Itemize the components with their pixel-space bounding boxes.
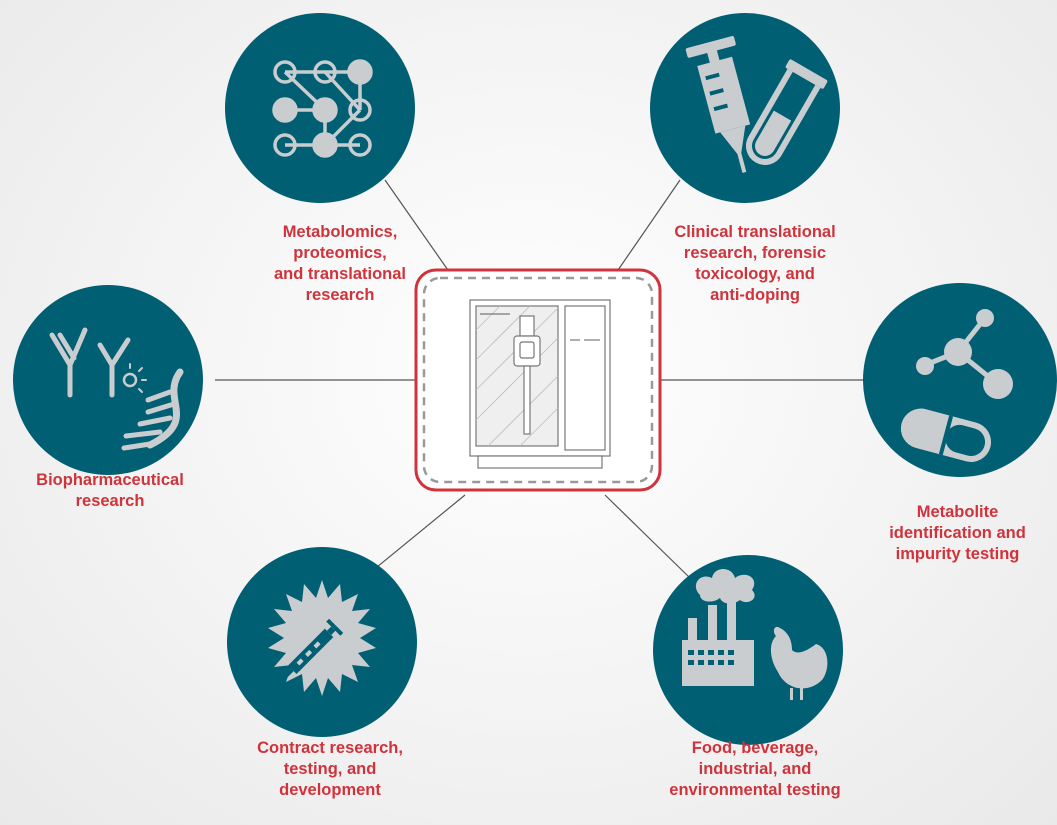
label-line: identification and: [889, 524, 1026, 542]
label-clinical: Clinical translational research, forensi…: [640, 222, 870, 306]
label-line: anti-doping: [710, 286, 800, 304]
mass-spectrometer-instrument: [414, 268, 662, 492]
label-line: industrial, and: [698, 760, 812, 778]
label-line: Clinical translational: [674, 223, 836, 241]
label-line: research: [75, 492, 145, 510]
label-metabolite: Metabolite identification and impurity t…: [860, 502, 1055, 565]
label-line: Metabolite: [916, 503, 999, 521]
label-line: Biopharmaceutical: [36, 471, 184, 489]
molecule-capsule-icon: [900, 309, 1013, 462]
label-contract: Contract research, testing, and developm…: [215, 738, 445, 801]
connector-lines: [215, 179, 865, 586]
connector-metabolomics: [384, 179, 451, 274]
label-line: toxicology, and: [695, 265, 815, 283]
label-line: environmental testing: [669, 781, 841, 799]
instrument-icon: [469, 299, 611, 469]
label-line: Contract research,: [257, 739, 403, 757]
label-metabolomics: Metabolomics, proteomics, and translatio…: [240, 222, 440, 306]
label-line: impurity testing: [895, 545, 1020, 563]
connector-food: [604, 494, 691, 579]
syringe-burst-icon: [268, 580, 376, 696]
network-nodes-icon: [272, 59, 373, 158]
label-line: development: [279, 781, 381, 799]
label-line: Food, beverage,: [691, 739, 819, 757]
label-food: Food, beverage, industrial, and environm…: [640, 738, 870, 801]
label-line: testing, and: [283, 760, 377, 778]
label-biopharma: Biopharmaceutical research: [10, 470, 210, 512]
antibody-dna-icon: [49, 327, 184, 451]
label-line: proteomics,: [293, 244, 387, 262]
label-line: research, forensic: [683, 244, 827, 262]
label-line: Metabolomics,: [282, 223, 398, 241]
circle-biopharma: [13, 285, 203, 475]
syringe-test-tube-icon: [685, 36, 828, 173]
instrument-frame-dashed: [422, 276, 654, 484]
connector-clinical: [615, 179, 681, 274]
label-line: and translational: [273, 265, 407, 283]
label-line: research: [305, 286, 375, 304]
factory-chicken-icon: [682, 569, 828, 700]
